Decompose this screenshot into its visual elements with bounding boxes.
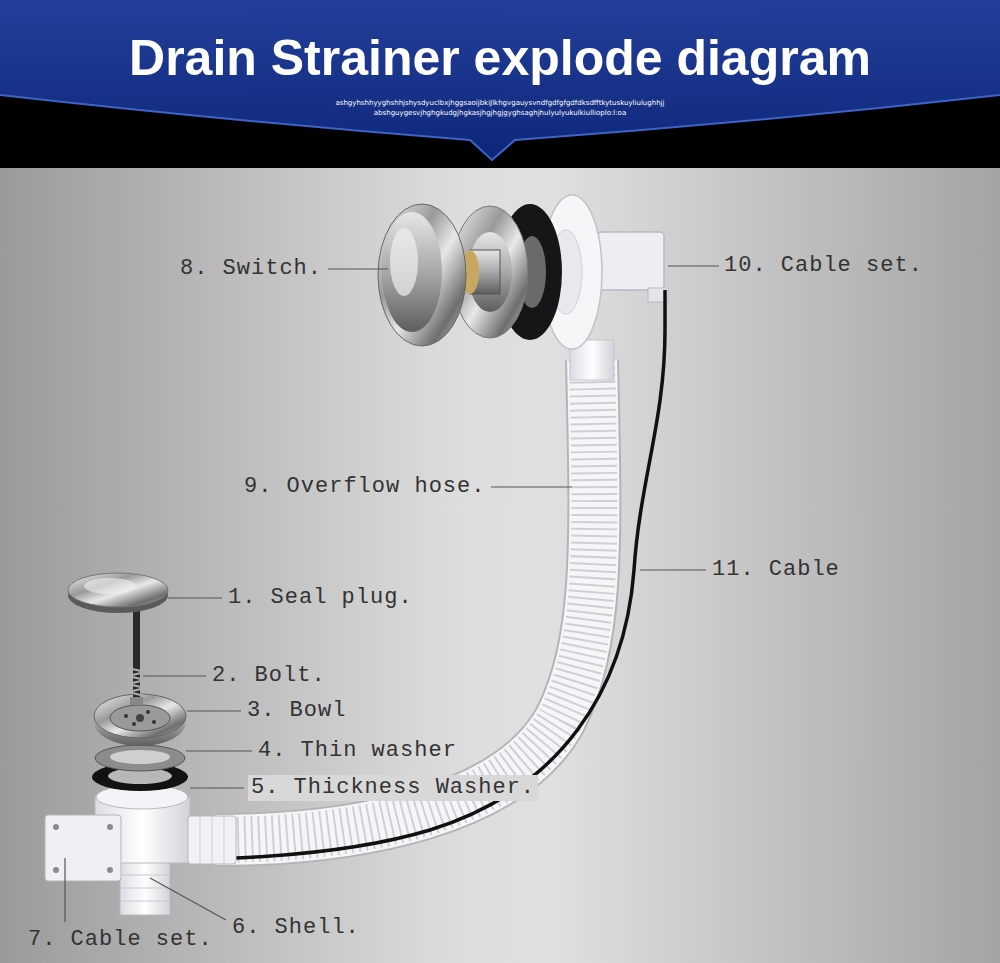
label-anchor: 9. Overflow hose. [244, 474, 485, 500]
label-anchor: abshguygesvjhghgkudgjhgkasjhgjhgjgyghsag… [0, 109, 1000, 118]
label-anchor: 11. Cable [712, 557, 840, 583]
part-label: 11. Cable [712, 557, 840, 583]
drain-shell [45, 785, 236, 915]
seal-plug [68, 573, 168, 613]
page-title: Drain Strainer explode diagram [0, 28, 1000, 88]
label-anchor: 7. Cable set. [28, 927, 213, 953]
cable [118, 290, 665, 860]
label-anchor: 1. Seal plug. [228, 585, 413, 611]
part-label: 1. Seal plug. [228, 585, 413, 611]
switch-knob [378, 204, 466, 346]
subtitle-note: abshguygesvjhghgkudgjhgkasjhgjhgjgyghsag… [0, 109, 1000, 118]
part-label: 2. Bolt. [212, 663, 326, 689]
title-anchor: Drain Strainer explode diagram [0, 28, 1000, 88]
part-label: 10. Cable set. [724, 253, 923, 279]
banner-edge [0, 95, 1000, 160]
banner-band [0, 0, 1000, 160]
part-label: 3. Bowl [247, 698, 346, 724]
overflow-hose [215, 360, 594, 840]
label-anchor: 10. Cable set. [724, 253, 923, 279]
thin-washer [95, 745, 185, 771]
bolt [128, 600, 145, 705]
label-anchor: 8. Switch. [180, 256, 322, 282]
strainer-bowl [94, 694, 186, 746]
label-anchor: 6. Shell. [232, 915, 360, 941]
part-label: 5. Thickness Washer. [248, 775, 538, 801]
label-anchor: ashgyhshhyyghshhjshysdyuclbxjhggsaoijbki… [0, 99, 1000, 108]
label-anchor: 2. Bolt. [212, 663, 326, 689]
banner-ground [0, 0, 1000, 168]
part-label: 6. Shell. [232, 915, 360, 941]
label-anchor: 4. Thin washer [258, 738, 457, 764]
part-label: 4. Thin washer [258, 738, 457, 764]
part-label: 9. Overflow hose. [244, 474, 485, 500]
label-anchor: 5. Thickness Washer. [248, 775, 538, 801]
leader-lines [65, 266, 719, 922]
part-label: 8. Switch. [180, 256, 322, 282]
label-anchor: 3. Bowl [247, 698, 346, 724]
part-label: 7. Cable set. [28, 927, 213, 953]
photo-ground [0, 168, 1000, 963]
subtitle-note: ashgyhshhyyghshhjshysdyuclbxjhggsaoijbki… [0, 99, 1000, 108]
